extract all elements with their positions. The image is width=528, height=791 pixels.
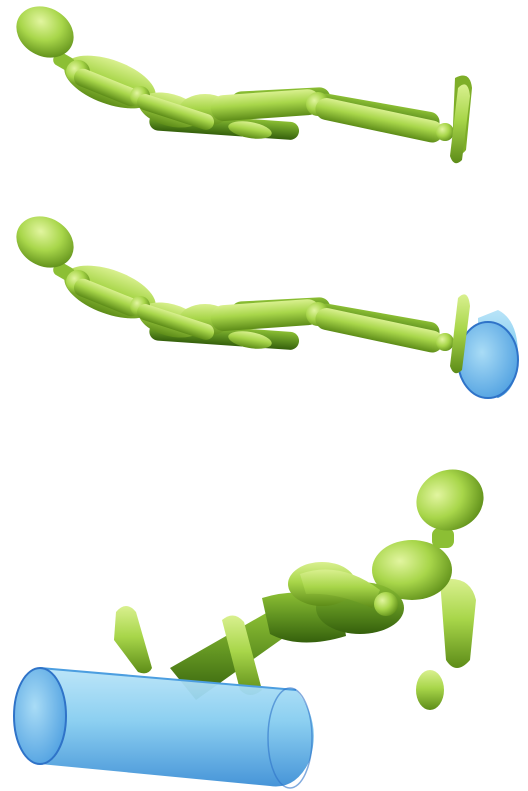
panel-c-mannequin bbox=[14, 460, 492, 788]
knee-bolster bbox=[14, 668, 314, 788]
far-foot bbox=[114, 606, 152, 673]
panel-a-mannequin bbox=[7, 0, 472, 163]
head bbox=[408, 460, 492, 548]
head bbox=[7, 206, 83, 283]
panel-b-mannequin bbox=[7, 206, 518, 398]
far-arm bbox=[416, 579, 476, 710]
